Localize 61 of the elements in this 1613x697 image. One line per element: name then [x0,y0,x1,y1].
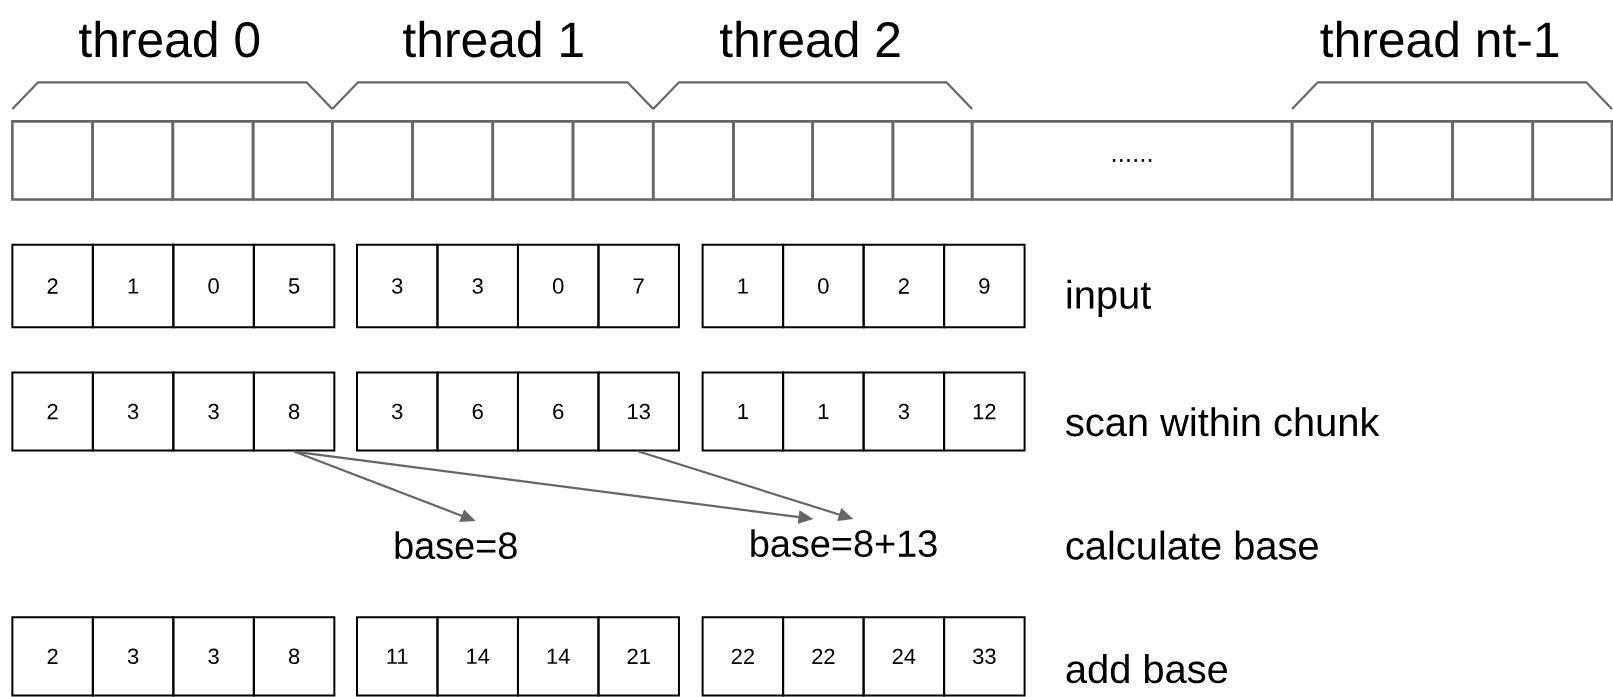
array-cell [491,120,575,201]
number-cell: 3 [862,371,946,452]
number-cell: 7 [597,243,680,329]
number-cell: 0 [516,243,600,329]
number-cell: 33 [943,616,1026,697]
row-label: calculate base [1066,530,1318,560]
array-cell [1290,120,1374,201]
number-cell: 0 [172,243,255,329]
thread-label: thread nt-1 [1320,20,1559,58]
number-cell: 5 [252,243,336,329]
number-cell: 22 [782,616,865,697]
array-cell [171,120,255,201]
array-cell [1531,120,1613,201]
number-cell: 2 [862,243,946,329]
number-cell: 24 [862,616,946,697]
number-cell: 2 [11,371,94,452]
number-cell: 22 [701,616,785,697]
number-cell: 1 [701,243,785,329]
number-cell: 3 [172,371,255,452]
number-cell: 2 [11,616,94,697]
number-cell: 3 [436,243,519,329]
array-cell [330,120,414,201]
thread-label: thread 2 [720,20,900,58]
array-cell [1371,120,1454,201]
number-cell: 3 [355,243,439,329]
array-cell [732,120,814,201]
number-cell: 6 [436,371,519,452]
number-cell: 3 [355,371,439,452]
number-cell: 14 [516,616,600,697]
row-label: input [1067,279,1151,317]
array-cell [651,120,735,201]
number-cell: 21 [597,616,680,697]
base-label: base=8 [395,531,517,560]
number-cell: 3 [91,616,175,697]
array-cell [891,120,974,201]
number-cell: 2 [11,243,94,329]
number-cell: 0 [782,243,865,329]
base-label: base=8+13 [751,529,937,558]
number-cell: 12 [943,371,1026,452]
number-cell: 13 [597,371,680,452]
number-cell: 8 [252,371,336,452]
number-cell: 8 [252,616,336,697]
array-cell [811,120,895,201]
array-cell: ...... [970,120,1294,201]
number-cell: 14 [436,616,519,697]
number-cell: 3 [172,616,255,697]
thread-label: thread 1 [403,20,583,58]
array-cell [91,120,175,201]
array-cell [251,120,334,201]
thread-label: thread 0 [79,20,260,58]
number-cell: 11 [355,616,439,697]
number-cell: 9 [943,243,1026,329]
row-label: scan within chunk [1066,407,1380,437]
number-cell: 1 [91,243,175,329]
array-cell [11,120,94,201]
number-cell: 1 [701,371,785,452]
number-cell: 6 [516,371,600,452]
number-cell: 1 [782,371,865,452]
number-cell: 3 [91,371,175,452]
row-label: add base [1066,654,1228,684]
array-cell [571,120,655,201]
